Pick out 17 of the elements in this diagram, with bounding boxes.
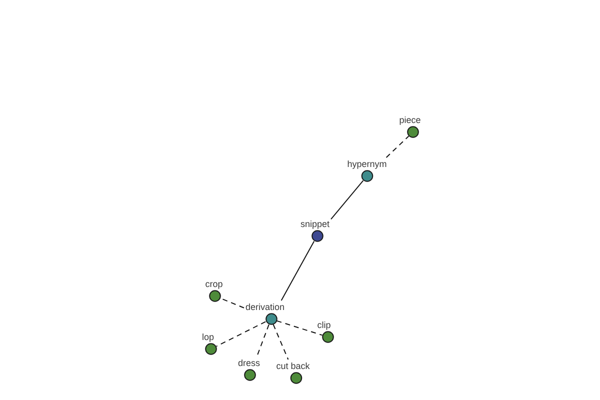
dashed-connector <box>276 320 323 336</box>
node-label: cut back <box>276 361 310 371</box>
node-label: piece <box>399 115 421 125</box>
node-label: hypernym <box>347 159 387 169</box>
connector-line <box>280 240 315 301</box>
connector-line <box>330 180 364 220</box>
dashed-connector <box>386 136 410 158</box>
node-label: derivation <box>245 302 285 312</box>
dashed-connector <box>216 321 266 347</box>
dashed-connector <box>256 324 270 357</box>
node-label: crop <box>205 279 223 289</box>
dashed-connector <box>220 298 244 308</box>
node-label: snippet <box>300 219 330 229</box>
node-label: clip <box>317 320 331 330</box>
dashed-connector <box>272 324 289 360</box>
node-label: dress <box>238 358 260 368</box>
node-label: lop <box>202 332 214 342</box>
